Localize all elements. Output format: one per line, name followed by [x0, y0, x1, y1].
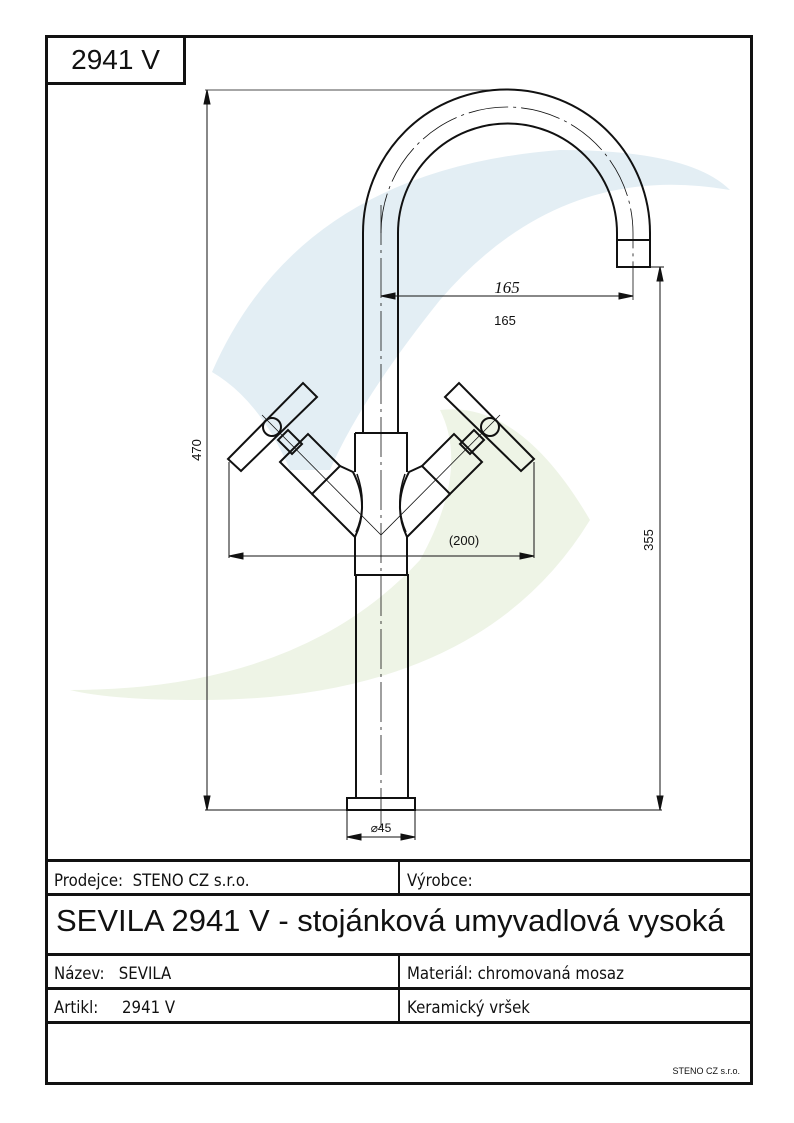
spout-nozzle	[616, 239, 651, 268]
spout-inner	[397, 122, 618, 433]
dim-label-470: 470	[189, 439, 204, 461]
material-field: Materiál: chromovaná mosaz	[407, 964, 624, 984]
dim-label-165: 165	[494, 313, 516, 328]
dim-label-355: 355	[641, 529, 656, 551]
seller-field: Prodejce: STENO CZ s.r.o.	[54, 871, 250, 891]
watermark-blue-swoosh	[212, 150, 730, 470]
dim-label-200: (200)	[449, 533, 479, 548]
drawing-frame	[45, 35, 753, 1085]
right-handle	[398, 381, 536, 539]
spout-outer	[362, 88, 651, 433]
dim-label-165-italic: 165	[494, 278, 520, 297]
divider	[45, 893, 753, 896]
article-field: Artikl: 2941 V	[54, 998, 176, 1018]
product-title: SEVILA 2941 V - stojánková umyvadlová vy…	[56, 903, 725, 938]
divider	[398, 953, 400, 1023]
manufacturer-field: Výrobce:	[407, 871, 473, 891]
watermark-green-swoosh	[70, 409, 590, 700]
product-code-box: 2941 V	[48, 38, 186, 85]
divider	[398, 859, 400, 894]
centerline-spout	[380, 106, 634, 300]
footer-company: STENO CZ s.r.o.	[672, 1066, 740, 1076]
left-handle	[226, 381, 364, 539]
feature-field: Keramický vršek	[407, 998, 530, 1018]
name-field: Název: SEVILA	[54, 964, 172, 984]
dim-label-45: ⌀45	[371, 821, 392, 835]
centerline-right-handle	[380, 414, 501, 536]
centerline-left-handle	[261, 414, 382, 536]
